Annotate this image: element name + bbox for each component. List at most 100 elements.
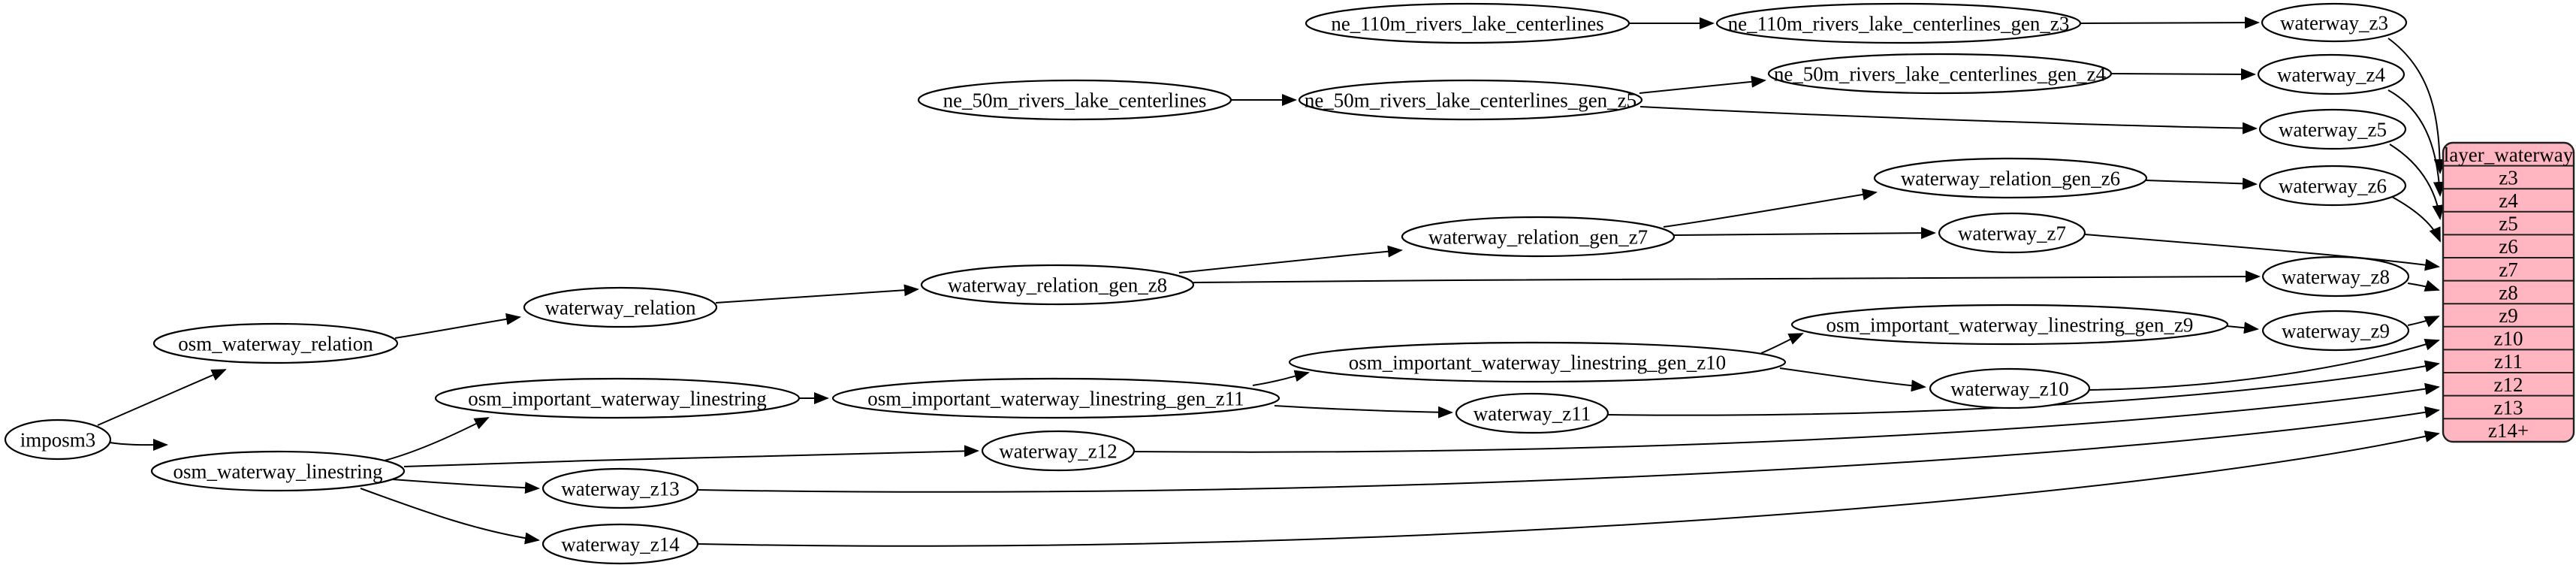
node-osm-important-waterway-linestring-gen-z10-shape: [1288, 341, 1787, 383]
edge-waterway-z12-to-row-z12: [1133, 382, 2440, 453]
table-row-z4: z4: [2499, 189, 2518, 212]
table-row-z7: z7: [2499, 258, 2517, 281]
node-waterway-z7: waterway_z7: [1938, 212, 2086, 254]
node-waterway-z13-label: waterway_z13: [561, 477, 679, 500]
node-osm-important-waterway-linestring-label: osm_important_waterway_linestring: [468, 387, 766, 409]
node-ne-110m-rivers-lake-centerlines-shape: [1305, 2, 1630, 44]
node-waterway-relation-shape: [523, 286, 718, 328]
table-row-z5: z5: [2499, 213, 2517, 235]
node-waterway-z5-label: waterway_z5: [2279, 118, 2387, 140]
edge-gen-z10-to-gen-z9: [1760, 333, 1804, 354]
edge-gen-z5-to-gen-z4: [1639, 75, 1766, 94]
node-waterway-z13-shape: [541, 467, 699, 509]
node-waterway-z14-shape: [541, 523, 699, 565]
node-waterway-z10-shape: [1929, 367, 2091, 409]
node-ne-50m-rivers-lake-centerlines-gen-z5-label: ne_50m_rivers_lake_centerlines_gen_z5: [1305, 89, 1636, 111]
node-waterway-z6-label: waterway_z6: [2279, 174, 2387, 197]
edge-waterway-z8-to-row-z8: [2407, 279, 2440, 292]
edge-waterway-z9-to-row-z9: [2407, 316, 2440, 328]
node-ne-110m-rivers-lake-centerlines-label: ne_110m_rivers_lake_centerlines: [1331, 12, 1603, 35]
edge-waterway-z10-to-row-z10: [2088, 338, 2440, 391]
node-ne-50m-rivers-lake-centerlines-gen-z5-shape: [1298, 79, 1643, 121]
node-osm-waterway-linestring: osm_waterway_linestring: [150, 450, 406, 492]
node-waterway-relation-gen-z7: waterway_relation_gen_z7: [1401, 216, 1676, 258]
table-row-z3: z3: [2499, 166, 2517, 189]
edge-waterway-z6-to-row-z6: [2391, 196, 2441, 243]
node-ne-110m-rivers-lake-centerlines: ne_110m_rivers_lake_centerlines: [1305, 2, 1630, 44]
node-ne-50m-rivers-lake-centerlines-label: ne_50m_rivers_lake_centerlines: [943, 89, 1207, 111]
edge-osm-waterway-relation-to-waterway-relation: [394, 313, 521, 339]
table-layer-waterway-box: [2442, 141, 2575, 443]
node-waterway-z3: waterway_z3: [2261, 2, 2408, 43]
node-osm-important-waterway-linestring-gen-z10-label: osm_important_waterway_linestring_gen_z1…: [1349, 351, 1726, 373]
node-ne-110m-rivers-lake-centerlines-gen-z3: ne_110m_rivers_lake_centerlines_gen_z3: [1715, 2, 2082, 44]
node-osm-waterway-relation: osm_waterway_relation: [152, 322, 399, 364]
node-osm-important-waterway-linestring-gen-z11: osm_important_waterway_linestring_gen_z1…: [831, 377, 1280, 419]
edge-gen-z8-to-gen-z7: [1178, 245, 1403, 273]
table-row-z6: z6: [2499, 235, 2517, 258]
node-waterway-z4-shape: [2257, 53, 2406, 95]
node-osm-important-waterway-linestring-gen-z9: osm_important_waterway_linestring_gen_z9: [1790, 304, 2229, 346]
edge-gen-z11-to-gen-z10: [1252, 370, 1310, 386]
edge-waterway-z3-to-row-z3: [2387, 38, 2446, 174]
node-waterway-z7-label: waterway_z7: [1958, 222, 2066, 244]
edge-waterway-z4-to-row-z4: [2387, 89, 2445, 197]
table-row-z9: z9: [2499, 304, 2517, 327]
node-ne-50m-rivers-lake-centerlines-gen-z4: ne_50m_rivers_lake_centerlines_gen_z4: [1767, 53, 2113, 95]
edge-waterway-z14-to-row-z14plus: [697, 431, 2440, 547]
node-osm-important-waterway-linestring-gen-z9-label: osm_important_waterway_linestring_gen_z9: [1826, 313, 2194, 336]
table-row-z10: z10: [2494, 328, 2523, 350]
node-osm-important-waterway-linestring-gen-z10: osm_important_waterway_linestring_gen_z1…: [1288, 341, 1787, 383]
edge-waterway-z11-to-row-z11: [1607, 360, 2440, 416]
node-waterway-z6-shape: [2258, 165, 2407, 207]
edge-imposm3-to-osm-waterway-linestring: [109, 439, 168, 452]
node-waterway-z9-label: waterway_z9: [2282, 319, 2390, 342]
edge-osm-waterway-linestring-to-osm-important: [384, 417, 490, 461]
edge-osm-waterway-linestring-to-waterway-z14: [360, 488, 540, 545]
node-osm-important-waterway-linestring-shape: [434, 377, 801, 419]
node-waterway-z10-label: waterway_z10: [1950, 377, 2068, 400]
node-waterway-z9-shape: [2261, 310, 2410, 352]
node-waterway-relation-gen-z8-shape: [920, 264, 1195, 306]
table-row-z14plus: z14+: [2488, 419, 2529, 442]
node-waterway-z10: waterway_z10: [1929, 367, 2091, 409]
node-imposm3: imposm3: [4, 418, 112, 461]
edge-osm-waterway-linestring-to-waterway-z13: [391, 479, 540, 494]
node-waterway-z6: waterway_z6: [2258, 165, 2407, 207]
node-waterway-relation-gen-z8: waterway_relation_gen_z8: [920, 264, 1195, 306]
edge-gen-z10-to-waterway-z10: [1779, 367, 1926, 392]
edge-waterway-relation-to-gen-z8: [715, 284, 919, 304]
node-osm-important-waterway-linestring-gen-z9-shape: [1790, 304, 2229, 346]
node-waterway-z14-label: waterway_z14: [561, 533, 680, 555]
edge-gen-z9-to-waterway-z9: [2226, 322, 2259, 334]
node-ne-50m-rivers-lake-centerlines-shape: [917, 79, 1232, 121]
node-waterway-relation-gen-z7-label: waterway_relation_gen_z7: [1428, 225, 1648, 248]
node-waterway-z11-shape: [1455, 392, 1609, 434]
table-row-z13: z13: [2494, 396, 2523, 418]
node-waterway-z3-shape: [2261, 2, 2408, 43]
node-waterway-relation-label: waterway_relation: [545, 296, 696, 319]
edge-osm-waterway-linestring-to-waterway-z12: [403, 445, 979, 467]
node-osm-important-waterway-linestring: osm_important_waterway_linestring: [434, 377, 801, 419]
node-waterway-z14: waterway_z14: [541, 523, 699, 565]
node-waterway-z12: waterway_z12: [981, 430, 1136, 472]
node-ne-50m-rivers-lake-centerlines-gen-z4-shape: [1767, 53, 2113, 95]
node-osm-important-waterway-linestring-gen-z11-shape: [831, 377, 1280, 419]
node-waterway-z3-label: waterway_z3: [2280, 11, 2388, 34]
node-osm-waterway-linestring-shape: [150, 450, 406, 492]
node-osm-waterway-linestring-label: osm_waterway_linestring: [173, 460, 383, 482]
node-osm-important-waterway-linestring-gen-z11-label: osm_important_waterway_linestring_gen_z1…: [867, 387, 1244, 409]
table-row-z8: z8: [2499, 281, 2517, 304]
node-waterway-z4-label: waterway_z4: [2277, 63, 2385, 86]
edge-gen-z8-to-waterway-z8: [1193, 270, 2261, 283]
table-row-z11: z11: [2494, 350, 2523, 373]
edge-waterway-z5-to-row-z5: [2389, 144, 2445, 220]
table-title: layer_waterway: [2444, 144, 2574, 166]
node-waterway-z8: waterway_z8: [2261, 255, 2410, 298]
node-ne-110m-rivers-lake-centerlines-gen-z3-label: ne_110m_rivers_lake_centerlines_gen_z3: [1728, 12, 2070, 35]
edges: [97, 17, 2446, 547]
node-imposm3-label: imposm3: [20, 428, 96, 451]
node-waterway-z12-shape: [981, 430, 1136, 472]
node-waterway-z5-shape: [2258, 108, 2407, 150]
